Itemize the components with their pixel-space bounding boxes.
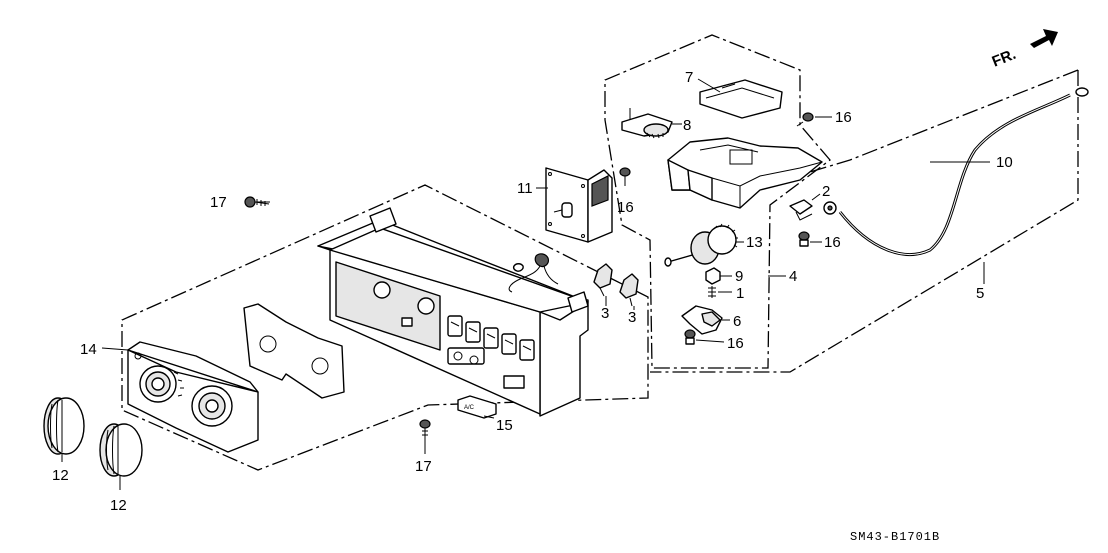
callout-11: 11 bbox=[517, 180, 533, 197]
part-7-cover-plate bbox=[699, 79, 783, 119]
part-16-screw-mid bbox=[619, 167, 631, 186]
part-14-face-bezel bbox=[127, 341, 259, 453]
part-16-screw-right bbox=[798, 231, 810, 247]
part-13-temp-gear bbox=[664, 223, 738, 267]
drawing-code: SM43-B1701B bbox=[850, 530, 940, 544]
callout-15: 15 bbox=[496, 417, 513, 434]
part-17-screw-bottom bbox=[419, 419, 431, 438]
callout-16-right: 16 bbox=[824, 234, 841, 251]
assembly-boundaries bbox=[121, 34, 1079, 471]
front-direction-label: FR. bbox=[990, 46, 1019, 71]
callout-17-top: 17 bbox=[210, 194, 227, 211]
mode-button-row bbox=[447, 315, 535, 361]
part-6-lever bbox=[681, 305, 723, 335]
callout-6: 6 bbox=[733, 313, 741, 330]
front-direction-arrow-icon bbox=[1030, 29, 1058, 48]
callout-16-bottom: 16 bbox=[727, 335, 744, 352]
control-housing bbox=[667, 137, 823, 209]
callout-16-mid: 16 bbox=[617, 199, 634, 216]
part-17-screw-left bbox=[244, 196, 270, 208]
callout-7: 7 bbox=[685, 69, 693, 86]
ac-switch-legend: A/C bbox=[464, 405, 475, 411]
callout-3-left: 3 bbox=[601, 305, 609, 322]
outline-assembly-5 bbox=[650, 70, 1079, 373]
callout-14: 14 bbox=[80, 341, 97, 358]
part-1-spring bbox=[708, 286, 716, 298]
part-16-screw-top bbox=[796, 112, 814, 127]
part-2-cable-clip bbox=[789, 199, 813, 221]
part-3-bulb-socket-a bbox=[593, 263, 613, 297]
part-3-bulb-socket-b bbox=[619, 273, 639, 307]
callout-1: 1 bbox=[736, 285, 744, 302]
part-10-control-cable bbox=[823, 87, 1089, 256]
callout-17-bottom: 17 bbox=[415, 458, 432, 475]
outline-assembly-4 bbox=[604, 34, 831, 369]
part-15-ac-switch: A/C bbox=[457, 395, 497, 419]
callout-12-right: 12 bbox=[110, 497, 127, 514]
part-11-blower-switch bbox=[545, 167, 613, 243]
callout-12-left: 12 bbox=[52, 467, 69, 484]
part-16-screw-bottom bbox=[684, 329, 696, 345]
part-12-knob-b bbox=[99, 423, 143, 477]
part-12-knob-a bbox=[43, 397, 85, 455]
callout-5: 5 bbox=[976, 285, 984, 302]
leader-lines bbox=[61, 78, 990, 490]
part-9-detent bbox=[705, 267, 721, 285]
front-direction-indicator: FR. bbox=[990, 29, 1058, 71]
panel-gasket bbox=[243, 303, 345, 399]
callout-4: 4 bbox=[789, 268, 797, 285]
callout-labels: 7 8 16 11 16 17 10 2 13 16 9 1 4 6 16 5 … bbox=[52, 69, 1013, 514]
callout-10: 10 bbox=[996, 154, 1013, 171]
callout-16-top: 16 bbox=[835, 109, 852, 126]
callout-13: 13 bbox=[746, 234, 763, 251]
callout-3-right: 3 bbox=[628, 309, 636, 326]
part-8-mode-gear bbox=[621, 108, 673, 139]
callout-8: 8 bbox=[683, 117, 691, 134]
wiring-harness bbox=[508, 253, 559, 293]
callout-9: 9 bbox=[735, 268, 743, 285]
callout-2: 2 bbox=[822, 183, 830, 200]
heater-control-panel bbox=[317, 207, 589, 417]
